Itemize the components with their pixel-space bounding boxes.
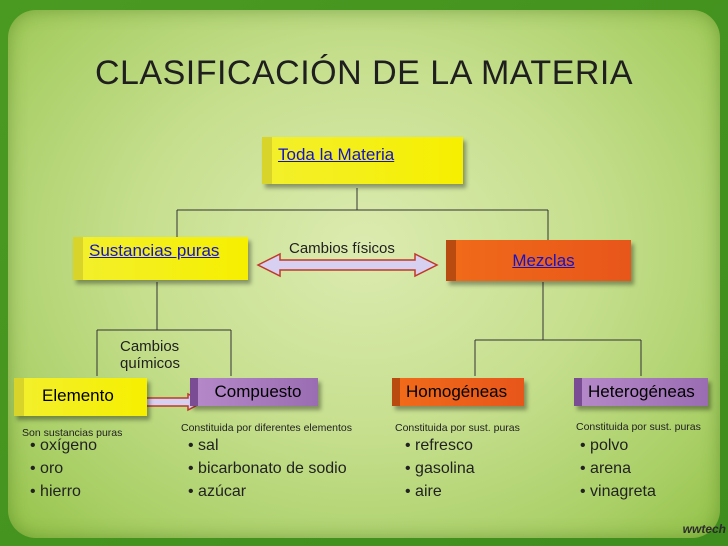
list-item: oxígeno (30, 434, 97, 457)
list-item: arena (580, 457, 656, 480)
list-item: refresco (405, 434, 475, 457)
list-item: bicarbonato de sodio (188, 457, 347, 480)
physical-changes-arrow (256, 252, 439, 278)
node-homogeneous-label: Homogéneas (406, 382, 508, 401)
node-element-label: Elemento (42, 386, 114, 405)
node-compound[interactable]: Compuesto (190, 378, 318, 406)
heterogeneous-examples: polvo arena vinagreta (580, 434, 656, 503)
node-all-matter-label[interactable]: Toda la Materia (278, 145, 395, 164)
node-all-matter[interactable]: Toda la Materia (262, 137, 463, 184)
list-item: gasolina (405, 457, 475, 480)
brand-logo: wwtech (682, 522, 726, 536)
homogeneous-description: Constituida por sust. puras (395, 422, 520, 434)
compound-description: Constituida por diferentes elementos (181, 422, 353, 434)
list-item: vinagreta (580, 480, 656, 503)
chemical-changes-line1: Cambios (120, 338, 180, 355)
element-examples: oxígeno oro hierro (30, 434, 97, 503)
node-mixtures[interactable]: Mezclas (446, 240, 631, 281)
list-item: sal (188, 434, 347, 457)
node-mixtures-label[interactable]: Mezclas (512, 250, 575, 270)
slide-title: CLASIFICACIÓN DE LA MATERIA (94, 54, 634, 92)
list-item: aire (405, 480, 475, 503)
node-heterogeneous[interactable]: Heterogéneas (574, 378, 708, 406)
node-homogeneous[interactable]: Homogéneas (392, 378, 524, 406)
node-element[interactable]: Elemento (14, 378, 147, 416)
node-pure-substances-label[interactable]: Sustancias puras (89, 241, 220, 260)
node-compound-label: Compuesto (214, 382, 302, 401)
heterogeneous-description: Constituida por sust. puras (576, 421, 701, 433)
list-item: oro (30, 457, 97, 480)
node-heterogeneous-label: Heterogéneas (588, 382, 695, 401)
list-item: azúcar (188, 480, 347, 503)
compound-examples: sal bicarbonato de sodio azúcar (188, 434, 347, 503)
chemical-changes-label: Cambios químicos (120, 338, 180, 372)
homogeneous-examples: refresco gasolina aire (405, 434, 475, 503)
list-item: hierro (30, 480, 97, 503)
list-item: polvo (580, 434, 656, 457)
chemical-changes-line2: químicos (120, 355, 181, 372)
physical-changes-label: Cambios físicos (289, 240, 395, 257)
node-pure-substances[interactable]: Sustancias puras (73, 237, 248, 280)
